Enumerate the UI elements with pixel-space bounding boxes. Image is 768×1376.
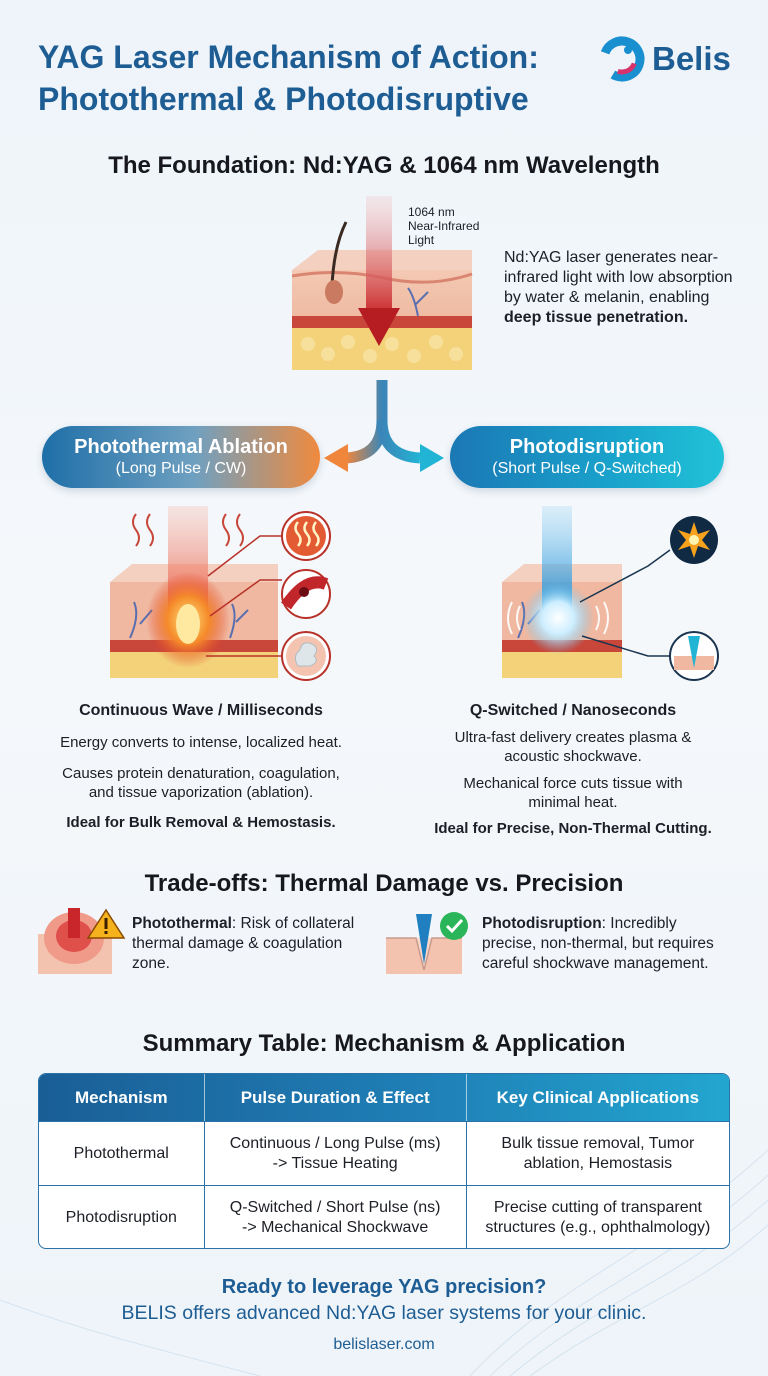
cta-subtext: BELIS offers advanced Nd:YAG laser syste… <box>121 1302 647 1324</box>
foundation-description: Nd:YAG laser generates near-infrared lig… <box>504 249 733 326</box>
table-header-cell: Key Clinical Applications <box>496 1087 700 1107</box>
belis-logo-icon <box>599 36 645 82</box>
table-cell: Photodisruption <box>39 1186 205 1248</box>
table-header-cell: Pulse Duration & Effect <box>205 1074 467 1121</box>
photodisruption-pill: Photodisruption (Short Pulse / Q-Switche… <box>450 426 724 488</box>
table-header-cell: Mechanism <box>39 1074 205 1121</box>
cta-heading: Ready to leverage YAG precision? <box>221 1276 547 1298</box>
summary-title: Summary Table: Mechanism & Application <box>142 1030 626 1057</box>
table-row: Photodisruption Q-Switched / Short Pulse… <box>39 1185 729 1248</box>
photothermal-details: Continuous Wave / Milliseconds Energy co… <box>60 702 342 831</box>
precision-check-icon <box>386 912 468 974</box>
thermal-damage-icon <box>38 908 126 974</box>
table-cell: Continuous / Long Pulse (ms)-> Tissue He… <box>205 1122 467 1185</box>
table-cell: Q-Switched / Short Pulse (ns)-> Mechanic… <box>205 1186 467 1248</box>
table-row: Photothermal Continuous / Long Pulse (ms… <box>39 1121 729 1185</box>
photodisruption-details: Q-Switched / Nanoseconds Ultra-fast deli… <box>434 702 712 837</box>
photodisruption-tradeoff: Photodisruption: Incredibly precise, non… <box>482 915 714 972</box>
tradeoffs-title: Trade-offs: Thermal Damage vs. Precision <box>144 870 624 897</box>
page-title: YAG Laser Mechanism of Action: Photother… <box>38 36 598 120</box>
photodisruption-diagram <box>502 506 719 681</box>
foundation-skin-diagram <box>291 196 473 370</box>
title-line-2: Photothermal & Photodisruptive <box>38 81 529 117</box>
summary-table: Mechanism Pulse Duration & Effect Key Cl… <box>38 1073 730 1249</box>
photothermal-pill: Photothermal Ablation (Long Pulse / CW) <box>42 426 320 488</box>
photothermal-tradeoff: Photothermal: Risk of collateral thermal… <box>132 915 355 972</box>
title-line-1: YAG Laser Mechanism of Action: <box>38 39 539 75</box>
logo-text: Belis <box>652 40 731 77</box>
brand-logo[interactable]: Belis <box>598 34 748 84</box>
foundation-title: The Foundation: Nd:YAG & 1064 nm Wavelen… <box>108 152 660 179</box>
website-link[interactable]: belislaser.com <box>333 1336 435 1353</box>
photothermal-diagram <box>110 506 331 681</box>
wavelength-label: 1064 nm Near-Infrared Light <box>408 205 480 247</box>
branch-arrows <box>324 380 444 472</box>
table-cell: Photothermal <box>39 1122 205 1185</box>
table-header-row: Mechanism Pulse Duration & Effect Key Cl… <box>39 1074 729 1121</box>
